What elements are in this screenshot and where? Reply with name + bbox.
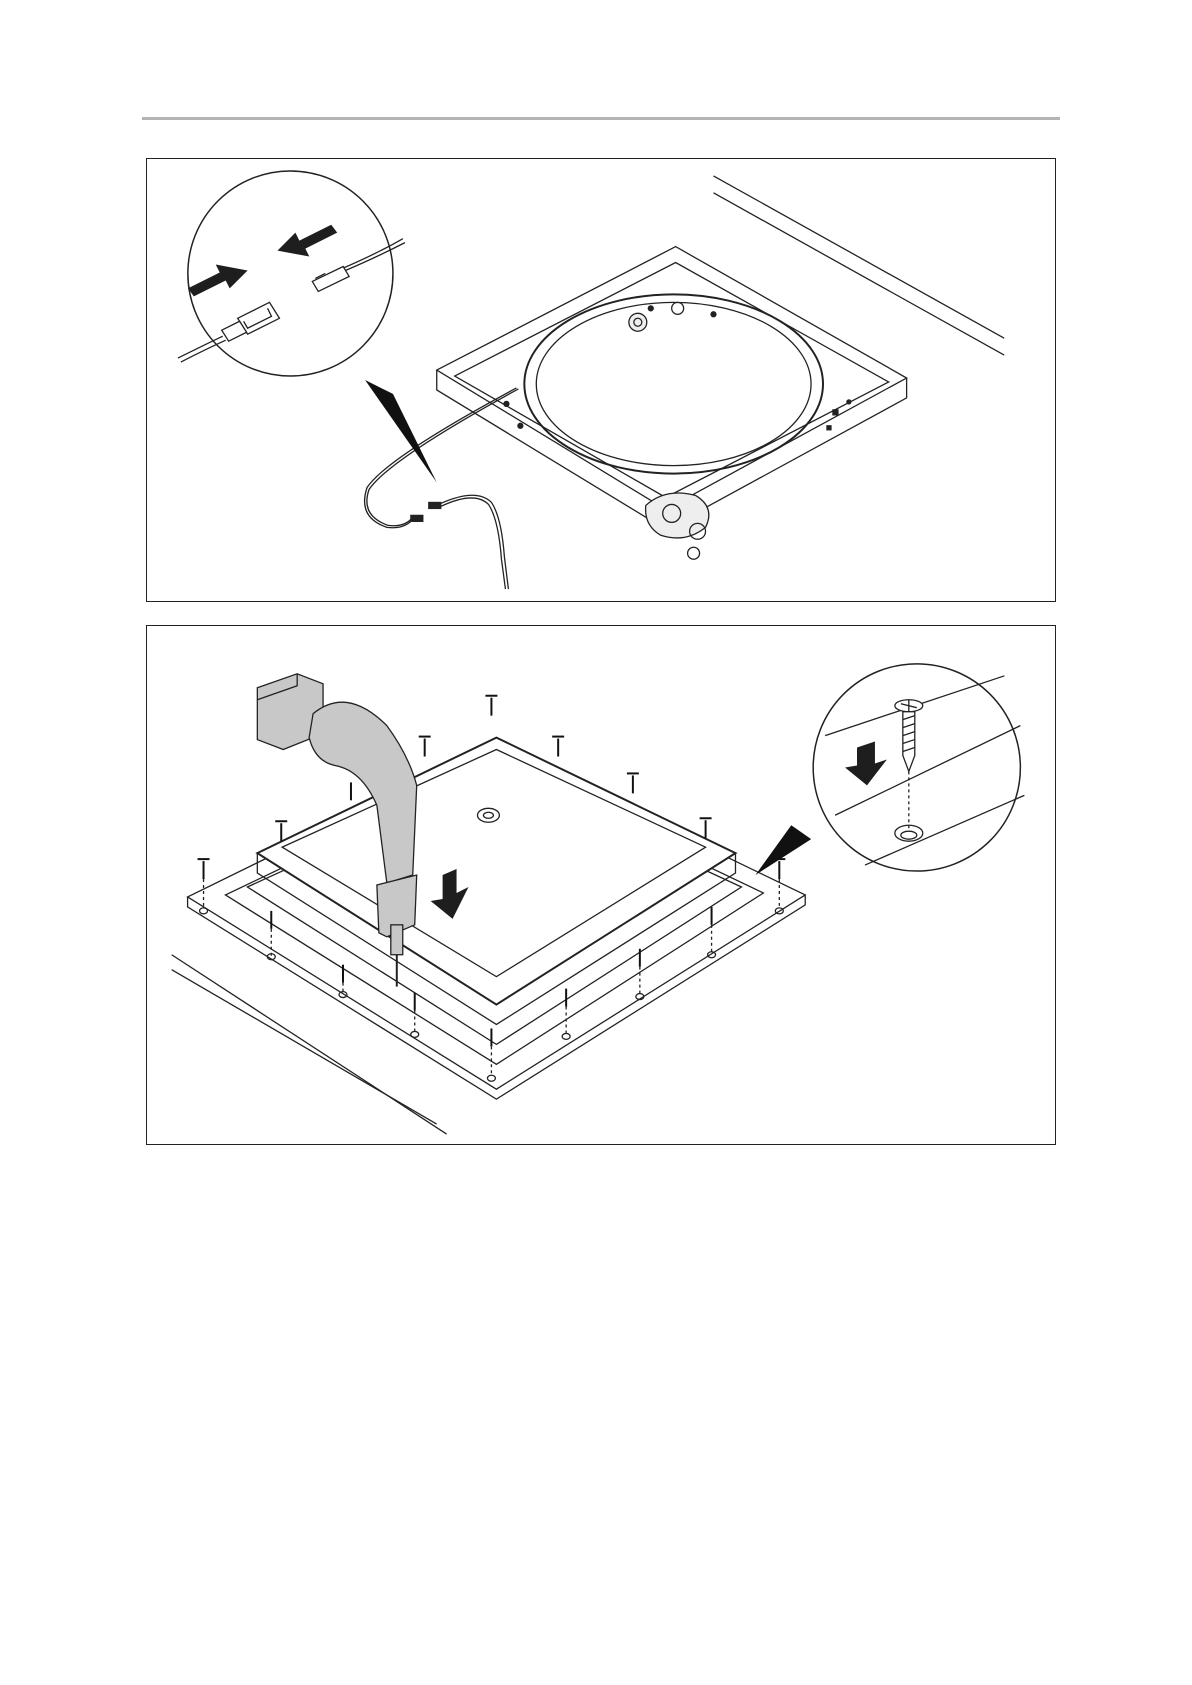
figure-connect-cable xyxy=(146,158,1056,602)
connect-cable-illustration xyxy=(147,159,1055,601)
screw-detail-circle xyxy=(813,664,1024,871)
callout-pointer xyxy=(755,825,811,875)
screw-frame-illustration xyxy=(147,626,1055,1144)
figure-screw-frame xyxy=(146,625,1056,1145)
callout-pointer xyxy=(365,380,437,483)
cable xyxy=(365,388,519,589)
connector-detail-circle xyxy=(178,171,405,376)
vent-unit xyxy=(437,247,907,560)
header-rule xyxy=(142,117,1060,120)
